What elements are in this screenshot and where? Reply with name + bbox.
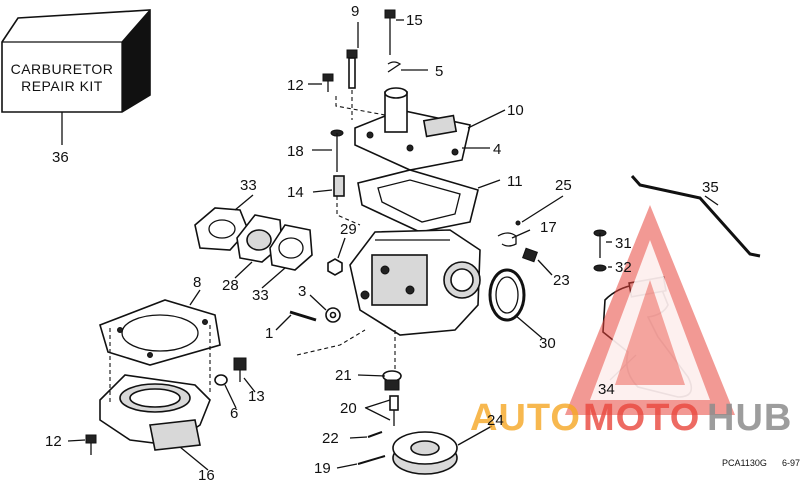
callout-24: 24: [487, 412, 504, 429]
fitting-13: [233, 357, 247, 382]
callout-12-bottom: 12: [45, 433, 62, 450]
date-code: 6-97: [782, 458, 800, 468]
pin-19: [357, 455, 386, 465]
callout-33-top: 33: [240, 177, 257, 194]
washer-32: [593, 264, 607, 272]
watermark: AUTO MOTO HUB: [470, 205, 792, 439]
callout-28: 28: [222, 277, 239, 294]
callout-32: 32: [615, 259, 632, 276]
screw-12-bottom: [85, 434, 97, 455]
choke-rod-35: [630, 175, 761, 258]
callout-35: 35: [702, 179, 719, 196]
pin-1: [289, 310, 317, 322]
callout-labels: 9 15 5 12 10 4 18 11 14 33 25 17 29 31 3…: [45, 3, 719, 481]
part-code: PCA1130G: [722, 458, 767, 468]
callout-31: 31: [615, 235, 632, 252]
callout-14: 14: [287, 184, 304, 201]
float-24: [392, 431, 458, 475]
callout-29: 29: [340, 221, 357, 238]
screw-31: [593, 229, 607, 258]
callout-1: 1: [265, 325, 273, 342]
callout-16: 16: [198, 467, 215, 481]
gasket-11: [357, 169, 479, 233]
callout-18: 18: [287, 143, 304, 160]
callout-17: 17: [540, 219, 557, 236]
leader-lines: [67, 19, 719, 471]
nut-23: [522, 247, 538, 263]
callout-4: 4: [493, 141, 501, 158]
kit-label-line1: CARBURETOR: [11, 61, 114, 77]
clip-5: [387, 61, 402, 73]
callout-5: 5: [435, 63, 443, 80]
intake-manifold-16: [99, 374, 211, 451]
bracket-17: [497, 232, 517, 247]
callout-36: 36: [52, 149, 69, 166]
callout-9: 9: [351, 3, 359, 20]
callout-33-bottom: 33: [252, 287, 269, 304]
screw-15: [384, 9, 396, 55]
callout-15: 15: [406, 12, 423, 29]
carburetor-body: [349, 229, 481, 336]
watermark-brand-auto: AUTO: [470, 397, 581, 439]
repair-kit-box: CARBURETOR REPAIR KIT: [1, 9, 151, 145]
callout-19: 19: [314, 460, 331, 477]
plug-21: [382, 370, 402, 391]
callout-12-top: 12: [287, 77, 304, 94]
callout-13: 13: [248, 388, 265, 405]
callout-30: 30: [539, 335, 556, 352]
pin-22: [367, 431, 383, 438]
callout-34: 34: [598, 381, 615, 398]
callout-22: 22: [322, 430, 339, 447]
watermark-brand-moto: MOTO: [583, 397, 700, 439]
callout-25: 25: [555, 177, 572, 194]
watermark-brand-hub: HUB: [707, 397, 792, 439]
washer-6: [214, 374, 228, 386]
callout-20: 20: [340, 400, 357, 417]
callout-3: 3: [298, 283, 306, 300]
callout-11: 11: [507, 173, 523, 190]
carb-top-cover: [354, 87, 471, 171]
needle-20: [389, 395, 399, 426]
screw-9: [346, 49, 358, 89]
callout-8: 8: [193, 274, 201, 291]
o-ring-30: [488, 268, 526, 322]
callout-10: 10: [507, 102, 524, 119]
screw-12-top: [322, 73, 334, 92]
callout-6: 6: [230, 405, 238, 422]
washer-3: [325, 307, 341, 323]
callout-23: 23: [553, 272, 570, 289]
nut-29: [327, 258, 343, 276]
callout-21: 21: [335, 367, 352, 384]
gasket-33-right: [269, 224, 313, 271]
screw-18: [330, 129, 344, 172]
kit-label-line2: REPAIR KIT: [21, 78, 103, 94]
clip-25: [515, 220, 521, 226]
base-gasket-8: [99, 299, 221, 366]
spring-14: [333, 175, 345, 197]
